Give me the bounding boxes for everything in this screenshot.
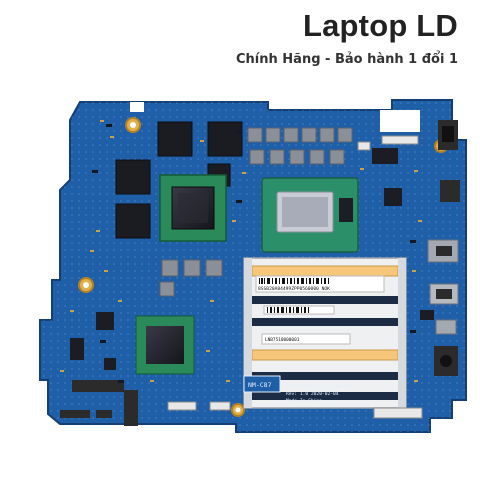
m2-slot: [72, 380, 138, 426]
cpu-chip: [261, 177, 359, 253]
smd-dark: [92, 124, 416, 383]
small-ics: [70, 148, 434, 370]
silk-model: GY539/GY532/LY532 NM-C871: [286, 384, 355, 390]
vrm-inductors: [159, 127, 353, 297]
serial-text: 8SSB20A84499ZPP0560000 NOK: [258, 286, 330, 292]
pch-chip: [135, 315, 195, 375]
motherboard-photo: DDR4 SO-DIMM 8SSB20A84499ZPP0560000 NOK …: [0, 80, 480, 480]
silk-rev: Rev: 1.0 2020-02-04: [286, 391, 339, 397]
silk-made: Made In China: [286, 398, 322, 404]
small-sticker-text: LNB7510000001: [265, 337, 300, 343]
silk-tag-box: NM-C87: [243, 375, 281, 393]
gpu-chip: [159, 174, 227, 242]
brand-subtitle: Chính Hãng - Bảo hành 1 đổi 1: [236, 52, 458, 67]
serial-sticker: 8SSB20A84499ZPP0560000 NOK: [255, 275, 385, 293]
motherboard-illustration: DDR4 SO-DIMM 8SSB20A84499ZPP0560000 NOK …: [39, 99, 467, 433]
brand-title: Laptop LD: [302, 8, 458, 43]
io-ports: [427, 120, 460, 376]
silk-tag: NM-C87: [248, 381, 272, 389]
smd-components: [60, 120, 422, 382]
board-notch: [380, 110, 420, 132]
bottom-connectors: [60, 135, 423, 419]
silkscreen: GY539/GY532/LY532 NM-C871 Rev: 1.0 2020-…: [286, 384, 355, 404]
brand-header: Laptop LD Chính Hãng - Bảo hành 1 đổi 1: [0, 0, 480, 80]
small-sticker: LNB7510000001: [261, 333, 351, 345]
